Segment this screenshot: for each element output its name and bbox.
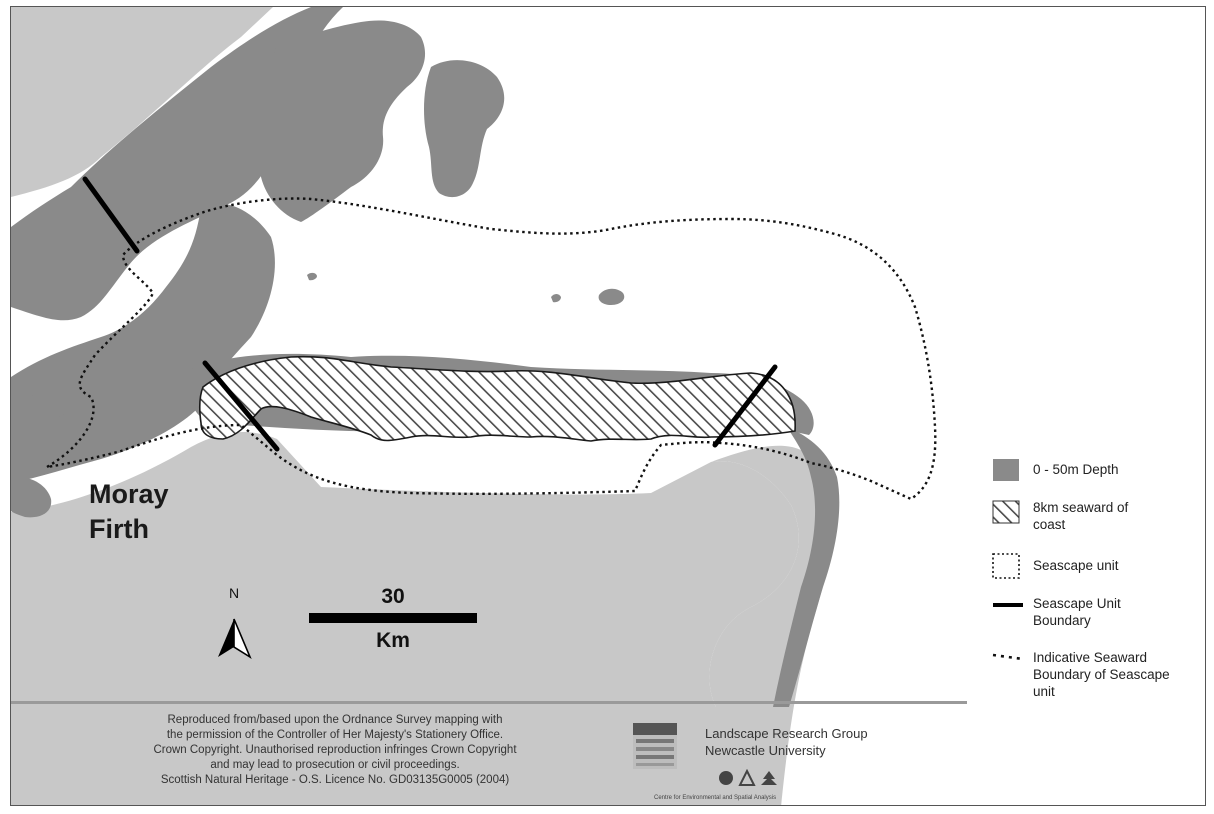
unit-boundary-north [82,176,140,254]
shallow-islet-west [20,392,70,421]
unit-boundary-east [712,364,778,448]
place-label-line-1: Moray [89,479,169,509]
shallow-caithness [259,20,426,222]
shallow-black-isle [11,476,52,518]
scale-value: 30 [381,585,405,608]
north-label: N [229,585,240,601]
legend-label-seaward: 8km seaward of coast [1033,500,1129,532]
legend-swatch-indicative [992,653,1024,661]
organisation-small-text: Centre for Environmental and Spatial Ana… [654,795,777,801]
credit-line: the permission of the Controller of Her … [166,729,504,741]
legend-swatch-depth [993,459,1019,481]
map-canvas [11,7,1024,805]
place-label-line-2: Firth [89,514,149,544]
footer-divider [11,701,967,704]
legend-swatch-unit [992,553,1020,579]
credit-line: Crown Copyright. Unauthorised reproducti… [153,744,517,756]
organisation-line-2: Newcastle University [705,743,826,758]
organisation-line-1: Landscape Research Group [705,726,868,741]
scale-bar [309,613,477,623]
unit-boundary-west [202,360,280,452]
land-west [11,7,273,197]
credit-line: Scottish Natural Heritage - O.S. Licence… [160,774,510,786]
place-label-moray-firth: Moray Firth [89,477,169,547]
newcastle-university-logo [633,723,677,769]
shallow-east-coast [773,427,840,707]
organisation-icons [719,769,777,786]
shallow-sutherland [11,7,343,321]
shallow-patch-2 [551,294,561,303]
scale-unit: Km [376,629,410,652]
legend-label-unit: Seascape unit [1033,558,1119,573]
credit-line: and may lead to prosecution or civil pro… [210,759,460,771]
legend-swatch-seaward [992,500,1020,524]
map-frame: Moray Firth N 30 Km 0 - 50m Depth 8km se… [10,6,1206,806]
shallow-caithness-east [424,60,505,198]
organisation-name: Landscape Research Group Newcastle Unive… [705,725,868,759]
triangle-icon [738,769,756,786]
legend-label-indicative: Indicative Seaward Boundary of Seascape … [1033,650,1170,699]
north-arrow-icon [218,618,252,660]
seaward-8km-band [198,355,796,442]
legend-label-unit-boundary: Seascape Unit Boundary [1033,596,1121,628]
land-east-coast [709,445,830,805]
globe-icon [719,771,733,785]
shallow-firth [11,203,275,483]
legend-label-depth: 0 - 50m Depth [1033,462,1119,477]
shallow-patch-3 [307,272,317,281]
shallow-patch [598,288,625,305]
seascape-unit-boundary-line [46,197,937,501]
copyright-credits: Reproduced from/based upon the Ordnance … [55,713,615,788]
credit-line: Reproduced from/based upon the Ordnance … [167,714,503,726]
tree-icon [761,771,777,785]
